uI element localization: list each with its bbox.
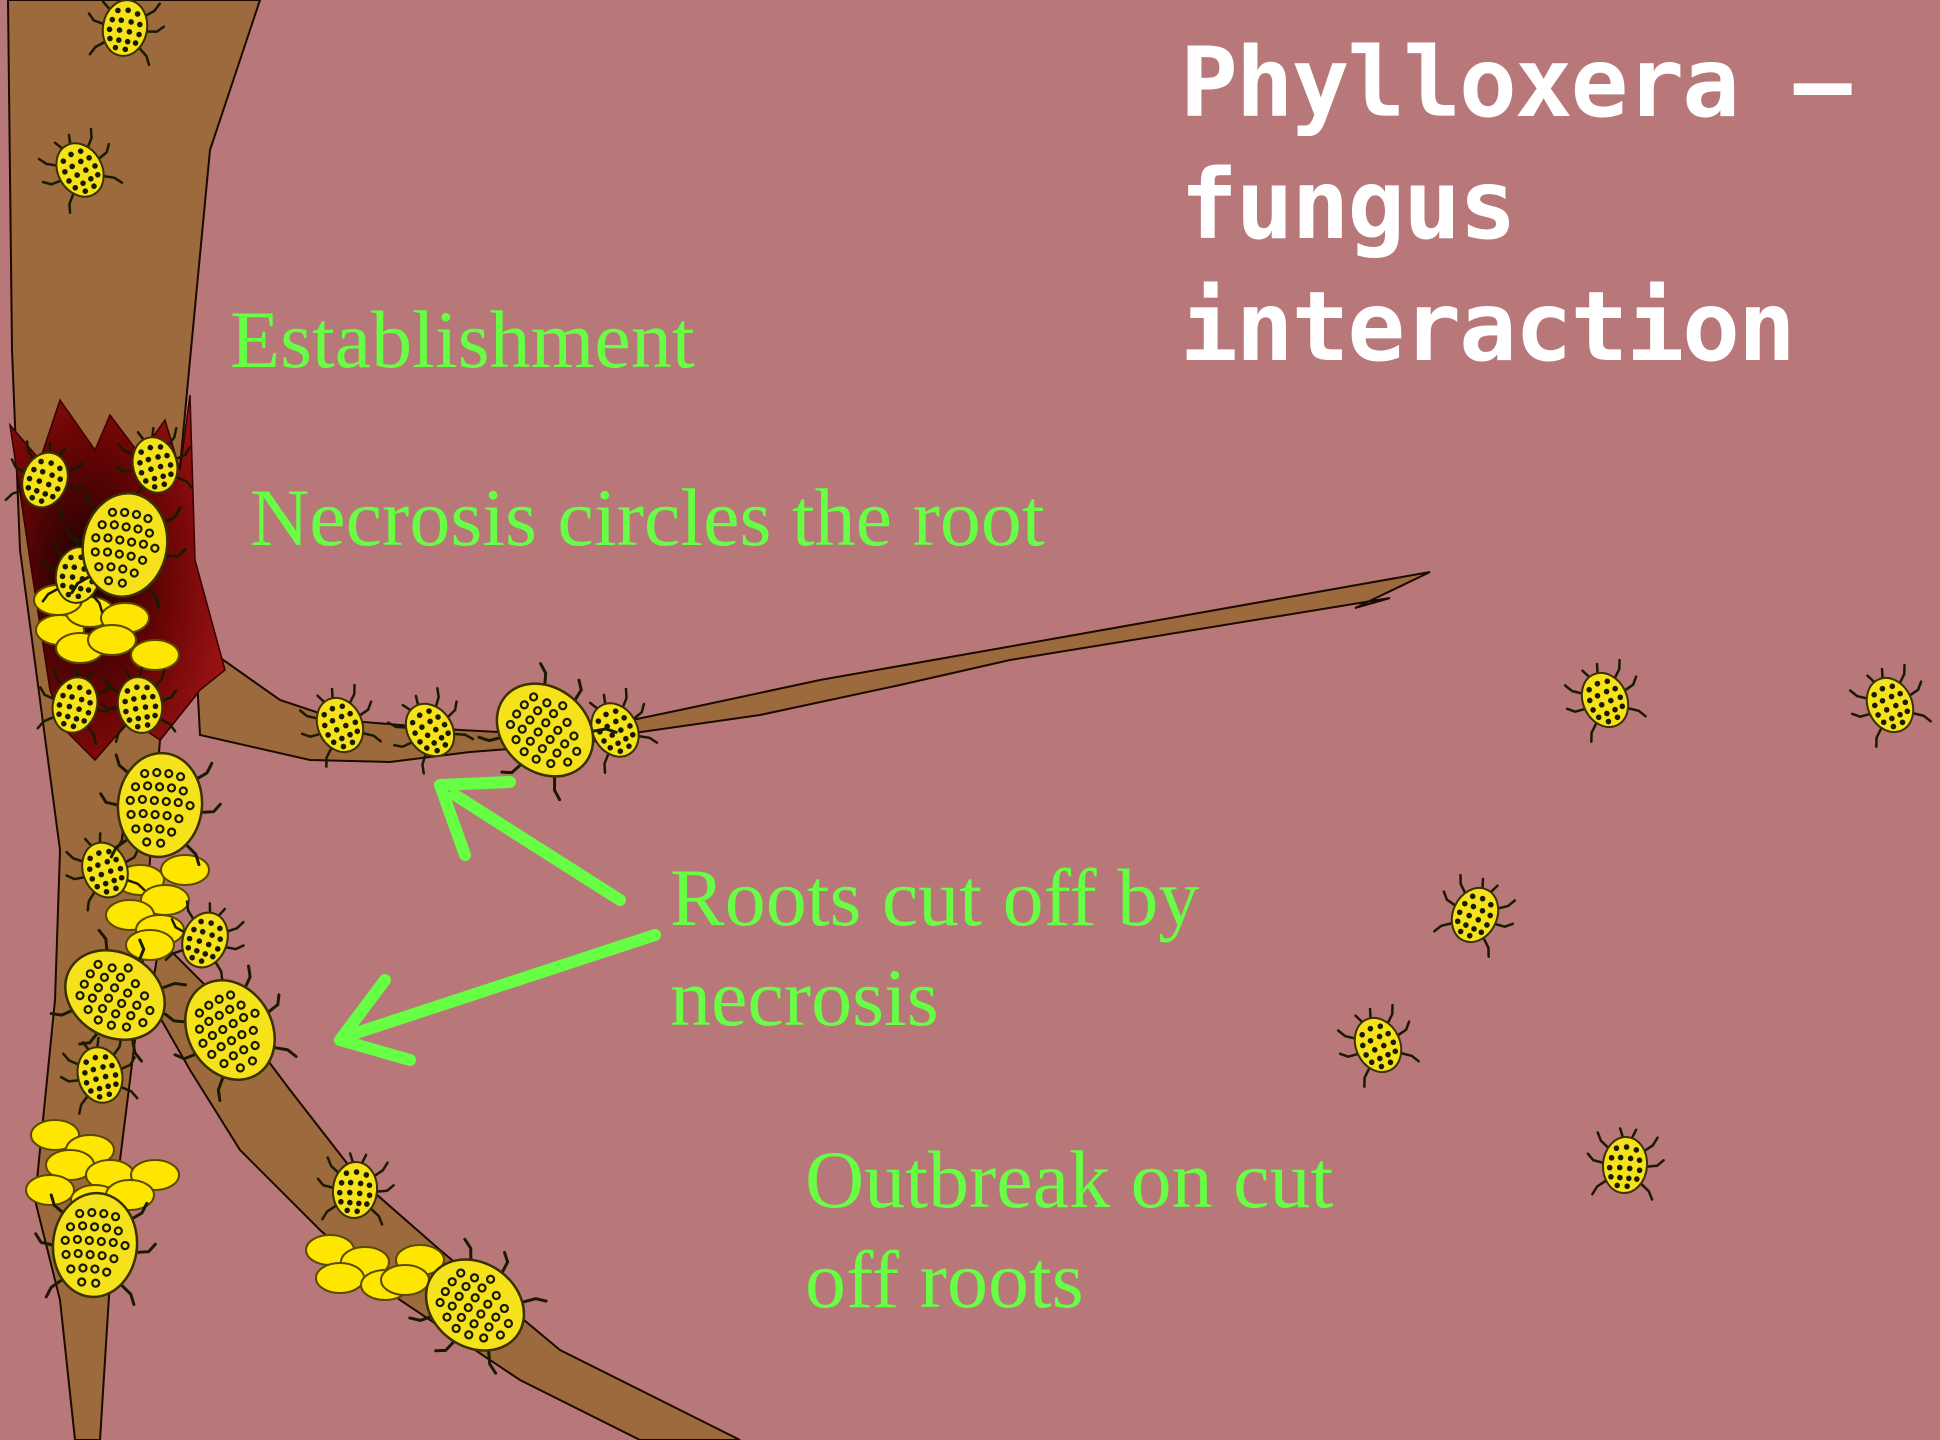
lateral-root-right — [195, 572, 1430, 762]
arrow-icon — [340, 935, 655, 1060]
label-roots-cut-line-2: necrosis — [670, 948, 1199, 1048]
label-establishment: Establishment — [230, 290, 695, 390]
arrow-icon — [440, 782, 620, 900]
label-roots-cut-line-1: Roots cut off by — [670, 848, 1199, 948]
phylloxera-insect-icon — [1555, 651, 1653, 745]
phylloxera-insect-icon — [1427, 866, 1525, 960]
label-necrosis: Necrosis circles the root — [250, 468, 1045, 568]
label-establishment-text: Establishment — [230, 290, 695, 390]
label-outbreak-line-1: Outbreak on cut — [805, 1130, 1333, 1230]
label-outbreak-line-2: off roots — [805, 1230, 1333, 1330]
slide-title-line-3: interaction — [1180, 266, 1850, 388]
insect-group-free — [1328, 651, 1938, 1200]
slide-title-line-1: Phylloxera – — [1180, 22, 1850, 144]
phylloxera-insect-icon — [1840, 656, 1938, 750]
slide-title: Phylloxera – fungus interaction — [1180, 22, 1850, 388]
phylloxera-insect-icon — [1584, 1126, 1666, 1200]
slide-title-line-2: fungus — [1180, 144, 1850, 266]
phylloxera-insect-icon — [1328, 996, 1426, 1090]
label-necrosis-text: Necrosis circles the root — [250, 468, 1045, 568]
label-outbreak: Outbreak on cut off roots — [805, 1130, 1333, 1330]
label-roots-cut: Roots cut off by necrosis — [670, 848, 1199, 1048]
